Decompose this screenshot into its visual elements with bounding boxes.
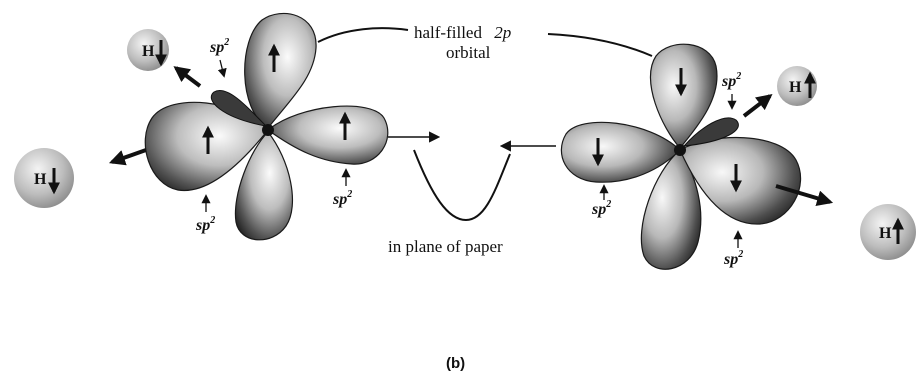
left-arrow-to-h-lower (108, 148, 147, 166)
left-sp2-label-bottom: sp2 (195, 215, 215, 234)
left-hydrogen-upper: H (127, 29, 169, 71)
right-molecule (499, 43, 834, 270)
left-arrow-to-h-upper (173, 66, 202, 88)
orbital-label: orbital (446, 43, 491, 62)
right-2p-lower-lobe (640, 149, 702, 270)
half-filled-leader-right (547, 33, 653, 57)
in-plane-curve (413, 149, 511, 222)
left-molecule (108, 12, 441, 241)
half-filled-leader-left (317, 27, 409, 43)
left-carbon-nucleus (262, 124, 274, 136)
left-sp2-right-lobe (267, 105, 389, 165)
left-2p-upper-lobe (244, 12, 317, 129)
right-sp2-label-bottom: sp2 (723, 249, 743, 268)
hydrogen-label: H (789, 79, 802, 96)
right-arrow-to-h-upper (742, 94, 773, 118)
hydrogen-label: H (879, 225, 892, 242)
right-sp2-label-top: sp2 (721, 71, 741, 90)
right-arrow-to-h-lower (775, 184, 834, 207)
right-sp2-label-left: sp2 (591, 199, 611, 218)
left-sp2-label-right: sp2 (332, 189, 352, 208)
left-sp2-back-lobe (210, 90, 268, 127)
left-hydrogen-lower: H (14, 148, 74, 208)
hydrogen-label: H (142, 43, 155, 60)
right-carbon-nucleus (674, 144, 686, 156)
left-sp2-top-pointer (217, 59, 227, 78)
right-hydrogen-upper: H (777, 66, 817, 106)
right-hydrogen-lower: H (860, 204, 916, 260)
right-sp2-left-lobe (560, 121, 681, 183)
left-sp2-label-top: sp2 (209, 37, 229, 56)
half-filled-label: half-filled 2p (414, 23, 511, 42)
left-2p-lower-lobe (234, 131, 293, 241)
right-sp2-back-lobe (682, 117, 739, 147)
in-plane-label: in plane of paper (388, 237, 503, 256)
figure-caption: (b) (446, 355, 465, 372)
hydrogen-label: H (34, 171, 47, 188)
